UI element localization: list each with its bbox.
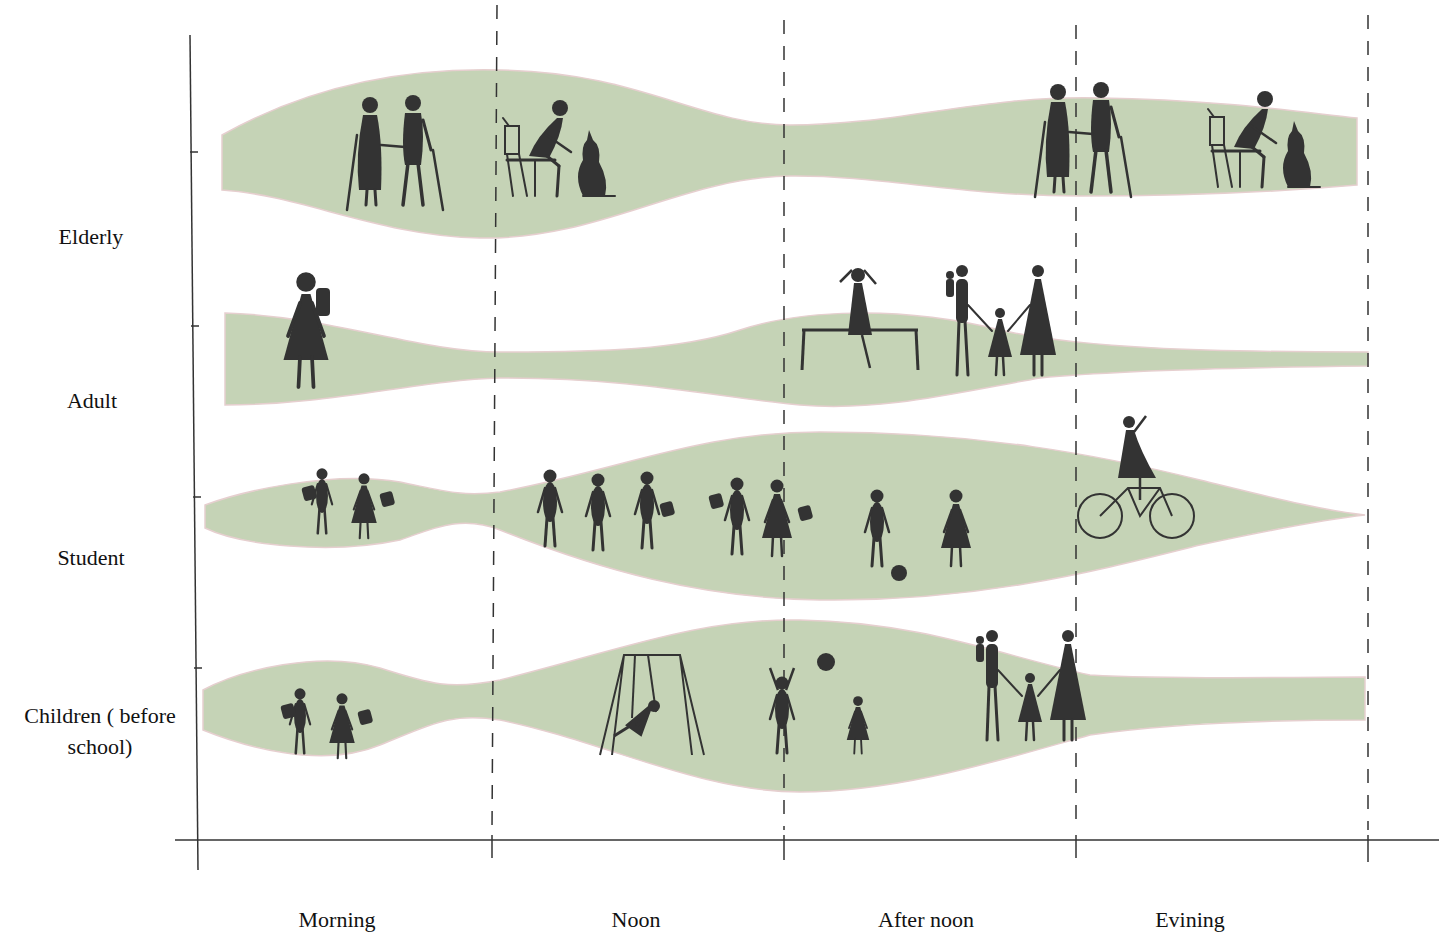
axis [175,35,1439,870]
people-figures [280,82,1320,758]
time-label: Evining [1155,905,1225,936]
time-label: Morning [299,905,376,936]
row-label: Student [57,543,124,574]
time-label: After noon [878,905,974,936]
row-label: Adult [67,386,117,417]
row-label: Children ( before school) [15,701,185,763]
time-divider [492,5,1368,830]
activity-band [203,70,1368,792]
row-label: Elderly [59,222,124,253]
time-label: Noon [612,905,661,936]
